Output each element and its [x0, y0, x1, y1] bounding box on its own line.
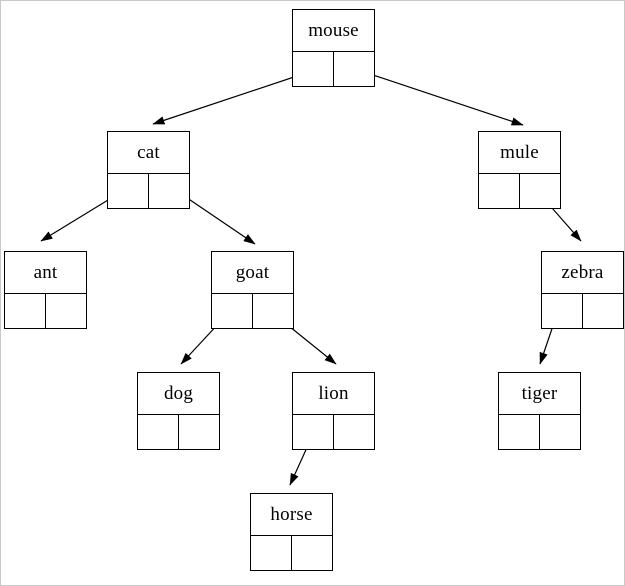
node-pointer-cells [251, 536, 332, 570]
node-pointer-cells [542, 294, 623, 328]
left-pointer-cell[interactable] [108, 174, 149, 208]
node-label: tiger [499, 373, 580, 415]
node-pointer-cells [212, 294, 293, 328]
left-pointer-cell[interactable] [499, 415, 540, 449]
left-pointer-cell[interactable] [138, 415, 179, 449]
right-pointer-cell[interactable] [540, 415, 581, 449]
left-pointer-cell[interactable] [5, 294, 46, 328]
node-label: zebra [542, 252, 623, 294]
right-pointer-cell[interactable] [334, 415, 375, 449]
node-pointer-cells [5, 294, 86, 328]
node-pointer-cells [293, 415, 374, 449]
left-pointer-cell[interactable] [251, 536, 292, 570]
right-pointer-cell[interactable] [520, 174, 561, 208]
tree-node-cat[interactable]: cat [107, 131, 190, 209]
tree-node-lion[interactable]: lion [292, 372, 375, 450]
right-pointer-cell[interactable] [149, 174, 190, 208]
right-pointer-cell[interactable] [253, 294, 294, 328]
right-pointer-cell[interactable] [292, 536, 333, 570]
left-pointer-cell[interactable] [479, 174, 520, 208]
node-pointer-cells [499, 415, 580, 449]
node-label: horse [251, 494, 332, 536]
node-label: mouse [293, 10, 374, 52]
tree-node-zebra[interactable]: zebra [541, 251, 624, 329]
node-label: lion [293, 373, 374, 415]
right-pointer-cell[interactable] [583, 294, 624, 328]
node-pointer-cells [479, 174, 560, 208]
left-pointer-cell[interactable] [212, 294, 253, 328]
node-label: cat [108, 132, 189, 174]
node-pointer-cells [138, 415, 219, 449]
tree-node-ant[interactable]: ant [4, 251, 87, 329]
right-pointer-cell[interactable] [334, 52, 375, 86]
pointer-arrow-mouse-left-to-cat [152, 73, 304, 125]
node-pointer-cells [108, 174, 189, 208]
right-pointer-cell[interactable] [179, 415, 220, 449]
left-pointer-cell[interactable] [293, 52, 334, 86]
tree-node-horse[interactable]: horse [250, 493, 333, 571]
tree-node-tiger[interactable]: tiger [498, 372, 581, 450]
pointer-arrow-mouse-right-to-mule [348, 66, 524, 126]
left-pointer-cell[interactable] [293, 415, 334, 449]
tree-node-goat[interactable]: goat [211, 251, 294, 329]
tree-node-dog[interactable]: dog [137, 372, 220, 450]
node-pointer-cells [293, 52, 374, 86]
node-label: ant [5, 252, 86, 294]
node-label: dog [138, 373, 219, 415]
right-pointer-cell[interactable] [46, 294, 87, 328]
left-pointer-cell[interactable] [542, 294, 583, 328]
tree-node-mouse[interactable]: mouse [292, 9, 375, 87]
node-label: goat [212, 252, 293, 294]
tree-node-mule[interactable]: mule [478, 131, 561, 209]
node-label: mule [479, 132, 560, 174]
